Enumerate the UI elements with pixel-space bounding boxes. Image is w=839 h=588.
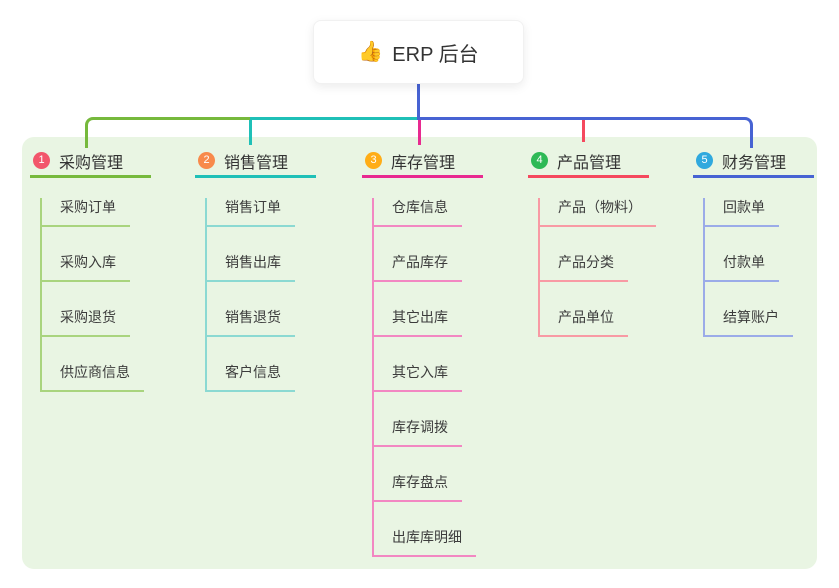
child-node[interactable]: 库存盘点 xyxy=(374,473,462,502)
child-node[interactable]: 采购订单 xyxy=(42,198,130,227)
connector-drop-branch-4 xyxy=(582,120,585,142)
child-node[interactable]: 产品单位 xyxy=(540,308,628,337)
branch-number-badge: 4 xyxy=(531,152,548,169)
child-node-label: 产品（物料） xyxy=(558,199,642,215)
child-node-label: 仓库信息 xyxy=(392,199,448,215)
child-node-label: 付款单 xyxy=(723,254,765,270)
branch-product: 4 产品管理 产品（物料） 产品分类 产品单位 xyxy=(528,146,656,337)
child-node-label: 其它出库 xyxy=(392,309,448,325)
branch-node-label: 产品管理 xyxy=(557,154,622,172)
connector-corner-branch-5 xyxy=(736,117,753,148)
connector-bus-branch-2 xyxy=(250,117,419,120)
branch-children: 产品（物料） 产品分类 产品单位 xyxy=(538,198,656,337)
mindmap-panel xyxy=(22,137,817,569)
child-node[interactable]: 销售退货 xyxy=(207,308,295,337)
child-node-label: 采购订单 xyxy=(60,199,116,215)
branch-children: 采购订单 采购入库 采购退货 供应商信息 xyxy=(40,198,151,392)
branch-node[interactable]: 2 销售管理 xyxy=(195,146,316,178)
child-node[interactable]: 出库库明细 xyxy=(374,528,476,557)
connector-root-drop xyxy=(417,83,420,120)
child-node[interactable]: 产品（物料） xyxy=(540,198,656,227)
child-node[interactable]: 采购退货 xyxy=(42,308,130,337)
child-node-label: 其它入库 xyxy=(392,364,448,380)
branch-number-badge: 1 xyxy=(33,152,50,169)
child-node-label: 产品分类 xyxy=(558,254,614,270)
child-node-label: 产品库存 xyxy=(392,254,448,270)
branch-node[interactable]: 4 产品管理 xyxy=(528,146,649,178)
child-node[interactable]: 采购入库 xyxy=(42,253,130,282)
root-node-label: ERP 后台 xyxy=(392,43,479,66)
child-node-label: 销售出库 xyxy=(225,254,281,270)
branch-inventory: 3 库存管理 仓库信息 产品库存 其它出库 其它入库 库存调拨 库存盘点 出库库… xyxy=(362,146,483,557)
child-node[interactable]: 产品库存 xyxy=(374,253,462,282)
child-node-label: 结算账户 xyxy=(723,309,779,325)
connector-drop-branch-3 xyxy=(418,120,421,145)
connector-drop-branch-2 xyxy=(249,120,252,145)
child-node-label: 供应商信息 xyxy=(60,364,130,380)
child-node[interactable]: 销售订单 xyxy=(207,198,295,227)
child-node[interactable]: 供应商信息 xyxy=(42,363,144,392)
child-node[interactable]: 其它出库 xyxy=(374,308,462,337)
child-node-label: 产品单位 xyxy=(558,309,614,325)
branch-children: 回款单 付款单 结算账户 xyxy=(703,198,814,337)
thumbs-up-icon: 👍 xyxy=(358,41,384,63)
child-node[interactable]: 销售出库 xyxy=(207,253,295,282)
branch-number-badge: 2 xyxy=(198,152,215,169)
branch-node-label: 财务管理 xyxy=(722,154,787,172)
child-node[interactable]: 产品分类 xyxy=(540,253,628,282)
child-node-label: 出库库明细 xyxy=(392,529,462,545)
child-node-label: 库存调拨 xyxy=(392,419,448,435)
connector-corner-branch-1 xyxy=(85,117,102,148)
branch-children: 销售订单 销售出库 销售退货 客户信息 xyxy=(205,198,316,392)
child-node-label: 采购入库 xyxy=(60,254,116,270)
child-node[interactable]: 仓库信息 xyxy=(374,198,462,227)
child-node[interactable]: 回款单 xyxy=(705,198,779,227)
child-node-label: 采购退货 xyxy=(60,309,116,325)
child-node[interactable]: 其它入库 xyxy=(374,363,462,392)
child-node-label: 销售退货 xyxy=(225,309,281,325)
branch-purchase: 1 采购管理 采购订单 采购入库 采购退货 供应商信息 xyxy=(30,146,151,392)
branch-children: 仓库信息 产品库存 其它出库 其它入库 库存调拨 库存盘点 出库库明细 xyxy=(372,198,483,557)
branch-finance: 5 财务管理 回款单 付款单 结算账户 xyxy=(693,146,814,337)
branch-node-label: 采购管理 xyxy=(59,154,124,172)
branch-number-badge: 5 xyxy=(696,152,713,169)
child-node-label: 库存盘点 xyxy=(392,474,448,490)
branch-node-label: 销售管理 xyxy=(224,154,289,172)
branch-number-badge: 3 xyxy=(365,152,382,169)
branch-sales: 2 销售管理 销售订单 销售出库 销售退货 客户信息 xyxy=(195,146,316,392)
branch-node[interactable]: 3 库存管理 xyxy=(362,146,483,178)
child-node[interactable]: 结算账户 xyxy=(705,308,793,337)
child-node-label: 回款单 xyxy=(723,199,765,215)
root-node[interactable]: 👍 ERP 后台 xyxy=(313,20,524,84)
connector-bus-branch-5 xyxy=(419,117,736,120)
child-node[interactable]: 付款单 xyxy=(705,253,779,282)
child-node-label: 销售订单 xyxy=(225,199,281,215)
connector-bus-branch-1 xyxy=(97,117,250,120)
child-node-label: 客户信息 xyxy=(225,364,281,380)
branch-node[interactable]: 5 财务管理 xyxy=(693,146,814,178)
child-node[interactable]: 客户信息 xyxy=(207,363,295,392)
branch-node-label: 库存管理 xyxy=(391,154,456,172)
branch-node[interactable]: 1 采购管理 xyxy=(30,146,151,178)
child-node[interactable]: 库存调拨 xyxy=(374,418,462,447)
